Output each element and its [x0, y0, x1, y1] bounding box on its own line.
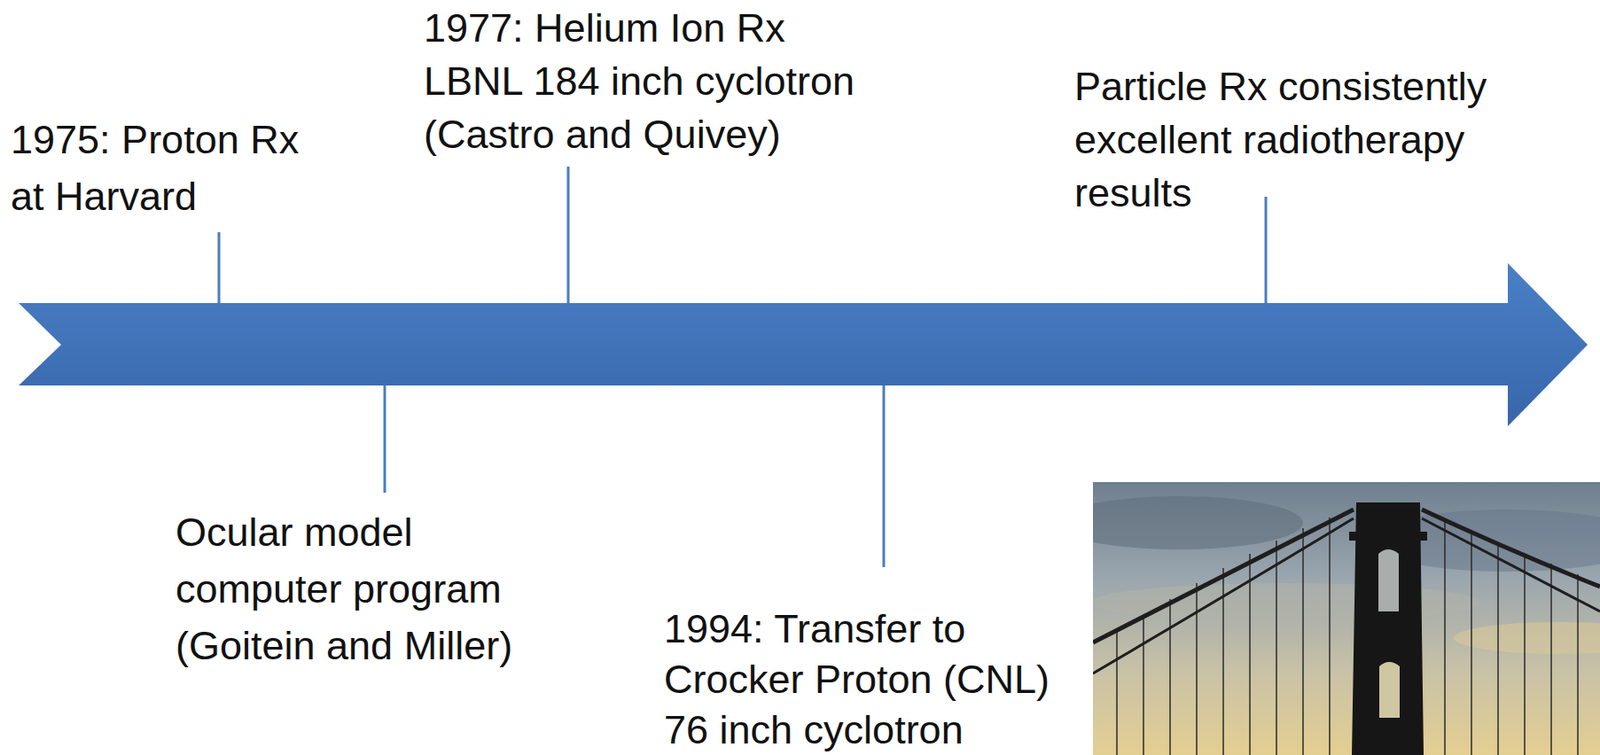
timeline-label: Particle Rx consistently excellent radio…	[1074, 60, 1509, 220]
suspenders	[1116, 517, 1578, 755]
main-cable	[1092, 509, 1354, 643]
main-cable	[1421, 518, 1600, 612]
bridge-photo	[1092, 482, 1600, 755]
tick-line	[882, 385, 886, 568]
timeline-label: 1994: Transfer to Crocker Proton (CNL) 7…	[663, 603, 1063, 755]
timeline-label: 1977: Helium Ion Rx LBNL 184 inch cyclot…	[423, 1, 894, 162]
timeline-arrow	[18, 263, 1588, 427]
tick-line	[383, 385, 387, 493]
timeline-label: Ocular model computer program (Goitein a…	[175, 504, 566, 675]
tick-line	[1264, 196, 1268, 304]
cloud	[1092, 583, 1481, 623]
main-cable	[1421, 509, 1600, 587]
tower-strut	[1349, 531, 1428, 541]
tower-opening	[1379, 662, 1400, 719]
tick-line	[218, 232, 221, 304]
tower-opening	[1378, 549, 1399, 612]
cloud	[1092, 496, 1304, 550]
main-cable	[1092, 518, 1354, 674]
timeline-label: 1975: Proton Rx at Harvard	[10, 111, 317, 226]
tick-line	[567, 166, 570, 304]
